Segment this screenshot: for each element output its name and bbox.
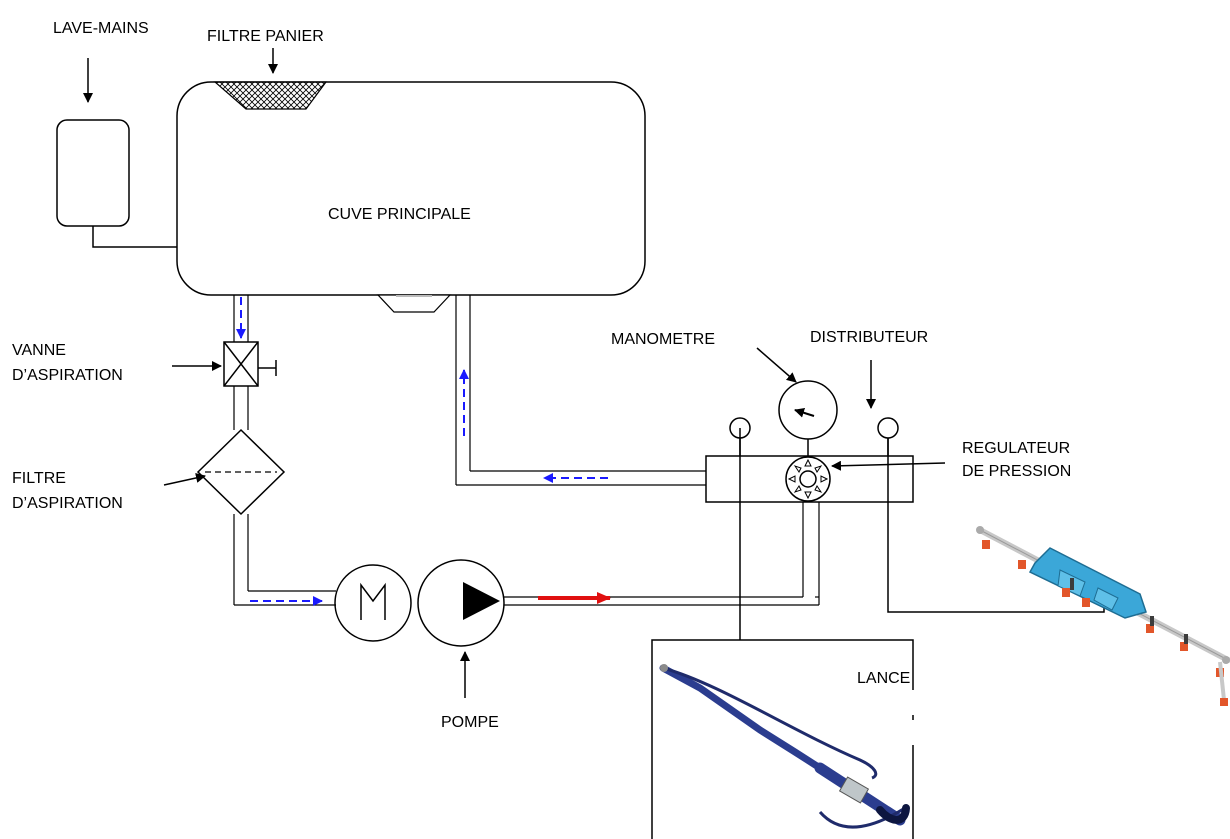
- label-lance: LANCE: [857, 670, 910, 687]
- label-filtre-panier: FILTRE PANIER: [207, 28, 324, 45]
- label-vanne-2: D’ASPIRATION: [12, 367, 123, 384]
- return-pipe: [455, 295, 706, 486]
- basket-filter: [213, 81, 328, 110]
- label-pompe: POMPE: [441, 714, 499, 731]
- tank-drain: [376, 294, 452, 313]
- spray-lance-illustration: [659, 664, 910, 829]
- pressure-pipe: [504, 502, 820, 606]
- label-vanne-1: VANNE: [12, 342, 66, 359]
- suction-filter: [196, 428, 286, 516]
- manometer: [778, 380, 838, 456]
- label-regulateur-2: DE PRESSION: [962, 463, 1071, 480]
- label-filtre-2: D’ASPIRATION: [12, 495, 123, 512]
- arrow-manometre: [756, 347, 797, 383]
- label-lave-mains: LAVE-MAINS: [53, 20, 149, 37]
- label-distributeur: DISTRIBUTEUR: [810, 329, 928, 346]
- spray-boom-illustration: [976, 526, 1230, 706]
- distributor: [705, 455, 914, 503]
- hand-wash-tank: [56, 119, 177, 248]
- label-filtre-1: FILTRE: [12, 470, 66, 487]
- label-manometre: MANOMETRE: [611, 331, 715, 348]
- pump: [417, 559, 505, 647]
- label-regulateur-1: REGULATEUR: [962, 440, 1070, 457]
- pressure-regulator: [785, 456, 831, 502]
- label-cuve: CUVE PRINCIPALE: [328, 206, 471, 223]
- motor: [334, 564, 412, 642]
- main-tank: [176, 81, 646, 313]
- suction-valve: [223, 341, 277, 387]
- arrow-filtre: [163, 473, 206, 486]
- lance-box: [651, 639, 914, 839]
